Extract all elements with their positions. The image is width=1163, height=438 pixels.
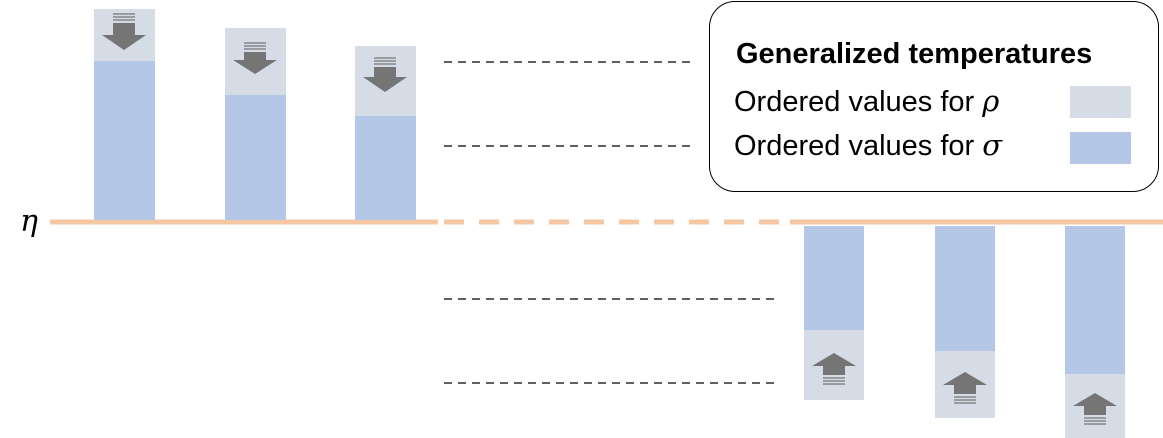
legend-sigma-swatch [1070,132,1131,164]
down-arrow-icon [233,42,277,74]
legend-rho-swatch [1070,86,1131,118]
sigma-bar-6 [1065,226,1125,374]
threshold-label-eta: η [20,204,38,239]
down-arrows [102,13,407,92]
bars-below [804,226,1125,438]
up-arrow-icon [943,372,987,404]
legend-row-rho: Ordered values for ρ [734,84,999,119]
down-arrow-icon [363,57,407,92]
up-arrow-icon [812,353,856,385]
sigma-bar-2 [225,95,286,220]
down-arrow-icon [102,13,146,50]
sigma-bar-5 [935,226,995,351]
up-arrow-icon [1073,393,1117,425]
legend-row-sigma: Ordered values for σ [734,128,1002,163]
sigma-bar-3 [355,116,416,220]
legend-sigma-label: Ordered values for [734,130,983,162]
sigma-bar-1 [94,61,155,220]
bars-above [94,9,416,220]
up-arrows [812,353,1117,425]
legend-box: Generalized temperatures Ordered values … [709,1,1159,192]
legend-sigma-symbol: σ [982,128,1003,162]
legend-rho-symbol: ρ [982,84,1000,118]
sigma-bar-4 [804,226,864,330]
legend-title: Generalized temperatures [736,38,1093,70]
legend-rho-label: Ordered values for [734,86,983,118]
